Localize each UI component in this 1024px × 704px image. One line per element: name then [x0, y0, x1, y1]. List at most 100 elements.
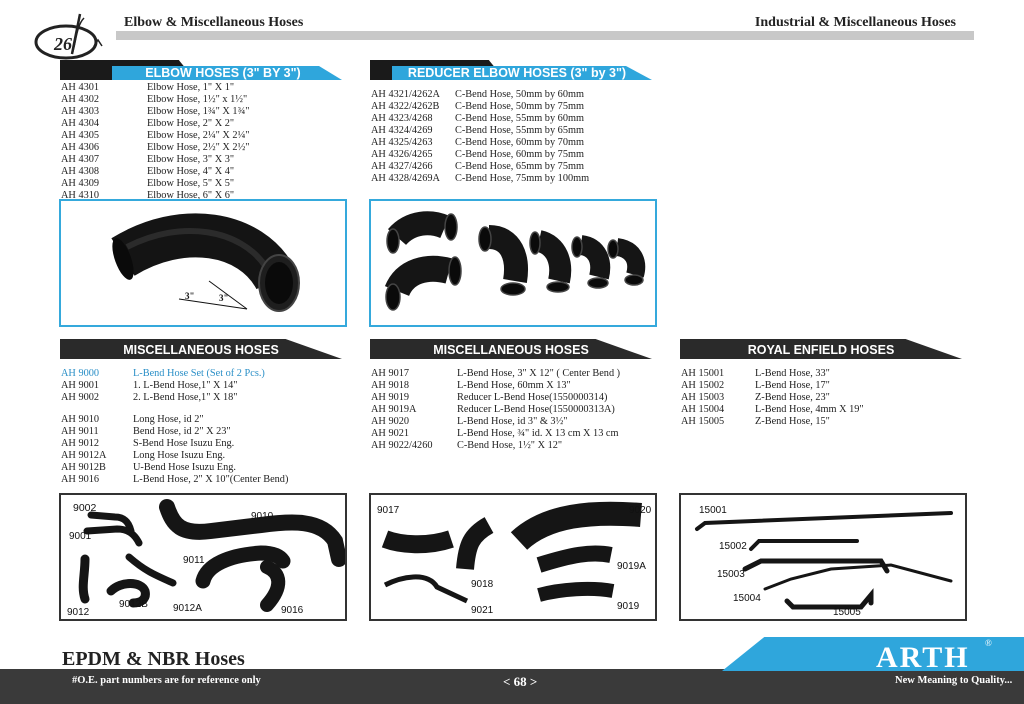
header-right-title: Industrial & Miscellaneous Hoses	[754, 15, 956, 30]
misc2-section-banner: MISCELLANEOUS HOSES	[370, 339, 652, 359]
svg-text:26: 26	[53, 34, 72, 54]
elbow-section-banner: ELBOW HOSES (3" BY 3")	[60, 60, 342, 80]
part-code: AH 4310	[61, 190, 100, 201]
part-description: C-Bend Hose, 60mm by 70mm	[455, 137, 584, 148]
part-code: AH 9019	[371, 392, 410, 403]
label-9012: 9012	[67, 607, 90, 618]
part-description: Elbow Hose, 1" X 1"	[147, 82, 235, 93]
part-code: AH 9010	[61, 414, 100, 425]
part-code: AH 4321/4262A	[371, 89, 440, 100]
part-description: L-Bend Hose, 4mm X 19"	[755, 404, 864, 415]
misc2-list: AH 9017 L-Bend Hose, 3" X 12" ( Center Be…	[371, 368, 661, 452]
brand-name: ARTH	[876, 641, 970, 674]
part-code: AH 4325/4263	[371, 137, 433, 148]
label-9011: 9011	[183, 555, 205, 566]
reducer-row: AH 4327/4266 C-Bend Hose, 65mm by 75mm	[371, 161, 656, 173]
misc1-row: AH 9010 Long Hose, id 2"	[61, 414, 351, 426]
part-description: C-Bend Hose, 55mm by 65mm	[455, 125, 584, 136]
royal-section-title: ROYAL ENFIELD HOSES	[747, 343, 895, 357]
part-code: AH 15002	[681, 380, 725, 391]
part-code: AH 4303	[61, 106, 100, 117]
part-description: Elbow Hose, 2½" X 2½"	[147, 142, 250, 153]
part-code: AH 9022/4260	[371, 440, 433, 451]
part-description: Elbow Hose, 5" X 5"	[147, 178, 235, 189]
part-description: U-Bend Hose Isuzu Eng.	[133, 462, 236, 473]
label-15004: 15004	[733, 593, 761, 604]
dim-b-label: 3"	[219, 293, 229, 303]
part-code: AH 4322/4262B	[371, 101, 440, 112]
elbow-row: AH 4303 Elbow Hose, 1¾" X 1¾"	[61, 106, 346, 118]
label-15001: 15001	[699, 505, 727, 516]
part-description: Elbow Hose, 3" X 3"	[147, 154, 235, 165]
part-code: AH 15001	[681, 368, 725, 379]
part-description: L-Bend Hose, id 3" & 3½"	[457, 416, 568, 427]
footer-band	[0, 669, 1024, 704]
part-description: C-Bend Hose, 50mm by 75mm	[455, 101, 584, 112]
label-9017: 9017	[377, 505, 400, 516]
part-description: Elbow Hose, 4" X 4"	[147, 166, 235, 177]
label-15002: 15002	[719, 541, 747, 552]
part-code: AH 9017	[371, 368, 410, 379]
header-divider	[116, 31, 974, 40]
brand-logo: 26	[34, 13, 103, 60]
header-left-title: Elbow & Miscellaneous Hoses	[124, 15, 304, 30]
part-description: L-Bend Hose, 33"	[755, 368, 830, 379]
brand-tagline: New Meaning to Quality...	[895, 675, 1013, 686]
part-description: L-Bend Hose, 3" X 12" ( Center Bend )	[457, 368, 621, 379]
part-code: AH 4327/4266	[371, 161, 433, 172]
dim-a-label: 3"	[185, 291, 195, 301]
part-description: Long Hose, id 2"	[133, 414, 204, 425]
reducer-section-banner: REDUCER ELBOW HOSES (3" by 3")	[370, 60, 652, 80]
footer-note: #O.E. part numbers are for reference onl…	[72, 675, 261, 686]
part-description: Reducer L-Bend Hose(1550000313A)	[457, 404, 615, 415]
part-code: AH 4328/4269A	[371, 173, 440, 184]
label-9002: 9002	[73, 502, 97, 514]
page-number: < 68 >	[503, 674, 538, 689]
footer-heading: EPDM & NBR Hoses	[62, 648, 245, 670]
part-description: Elbow Hose, 1¾" X 1¾"	[147, 106, 250, 117]
misc1-hose-image: 9002 9001 9010 9011 9012 9012B 9012A 901…	[59, 493, 347, 621]
misc1-section-title: MISCELLANEOUS HOSES	[123, 343, 279, 357]
part-description: Reducer L-Bend Hose(1550000314)	[457, 392, 608, 403]
part-code: AH 4307	[61, 154, 100, 165]
label-9019: 9019	[617, 601, 640, 612]
part-code: AH 9000	[61, 368, 100, 379]
part-description: C-Bend Hose, 65mm by 75mm	[455, 161, 584, 172]
label-9012a: 9012A	[173, 603, 202, 614]
part-code: AH 9011	[61, 426, 99, 437]
part-code: AH 9016	[61, 474, 100, 485]
brand-wedge	[722, 637, 1024, 671]
part-description: L-Bend Hose, 17"	[755, 380, 830, 391]
part-code: AH 4308	[61, 166, 100, 177]
label-9016: 9016	[281, 605, 304, 616]
reducer-row: AH 4322/4262B C-Bend Hose, 50mm by 75mm	[371, 101, 656, 113]
part-code: AH 15005	[681, 416, 725, 427]
part-description: C-Bend Hose, 1½" X 12"	[457, 440, 563, 451]
label-15005: 15005	[833, 607, 861, 618]
misc2-hose-image: 9017 9020 9018 9019A 9021 9019	[369, 493, 657, 621]
misc2-section-title: MISCELLANEOUS HOSES	[433, 343, 589, 357]
part-description: 2. L-Bend Hose,1" X 18"	[133, 392, 238, 403]
part-description: Bend Hose, id 2" X 23"	[133, 426, 231, 437]
label-9012b: 9012B	[119, 599, 148, 610]
